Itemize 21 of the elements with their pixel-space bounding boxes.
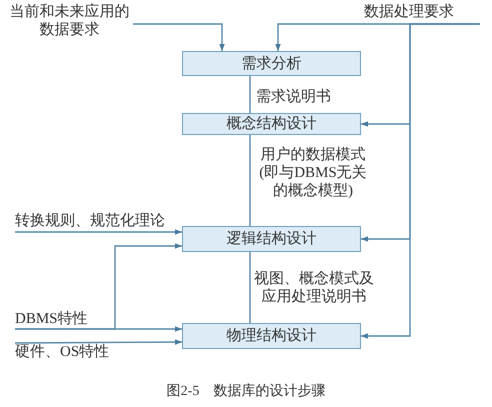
input-label: 硬件、OS特性: [15, 343, 125, 363]
connector-line: [249, 252, 251, 323]
arrow: [15, 229, 182, 235]
process-box: 物理结构设计: [182, 323, 361, 349]
arrow: [15, 339, 182, 345]
connector-line: [249, 76, 251, 113]
input-label: 转换规则、规范化理论: [15, 212, 180, 232]
process-box: 概念结构设计: [182, 113, 361, 135]
input-label: DBMS特性: [15, 310, 105, 329]
process-box: 需求分析: [182, 51, 361, 76]
input-label: 数据处理要求: [364, 3, 482, 24]
input-label: 当前和未来应用的数据要求: [6, 3, 133, 39]
arrow: [15, 326, 182, 332]
arrow: [361, 23, 480, 339]
connector-line: [249, 135, 251, 226]
edge-label: 需求说明书: [256, 88, 332, 106]
figure-caption: 图2-5 数据库的设计步骤: [166, 383, 326, 401]
edge-label: 视图、概念模式及应用处理说明书: [253, 270, 375, 306]
arrow: [133, 23, 225, 51]
edge-label: 用户的数据模式(即与DBMS无关的概念模型): [258, 146, 368, 200]
process-box: 逻辑结构设计: [182, 226, 361, 252]
